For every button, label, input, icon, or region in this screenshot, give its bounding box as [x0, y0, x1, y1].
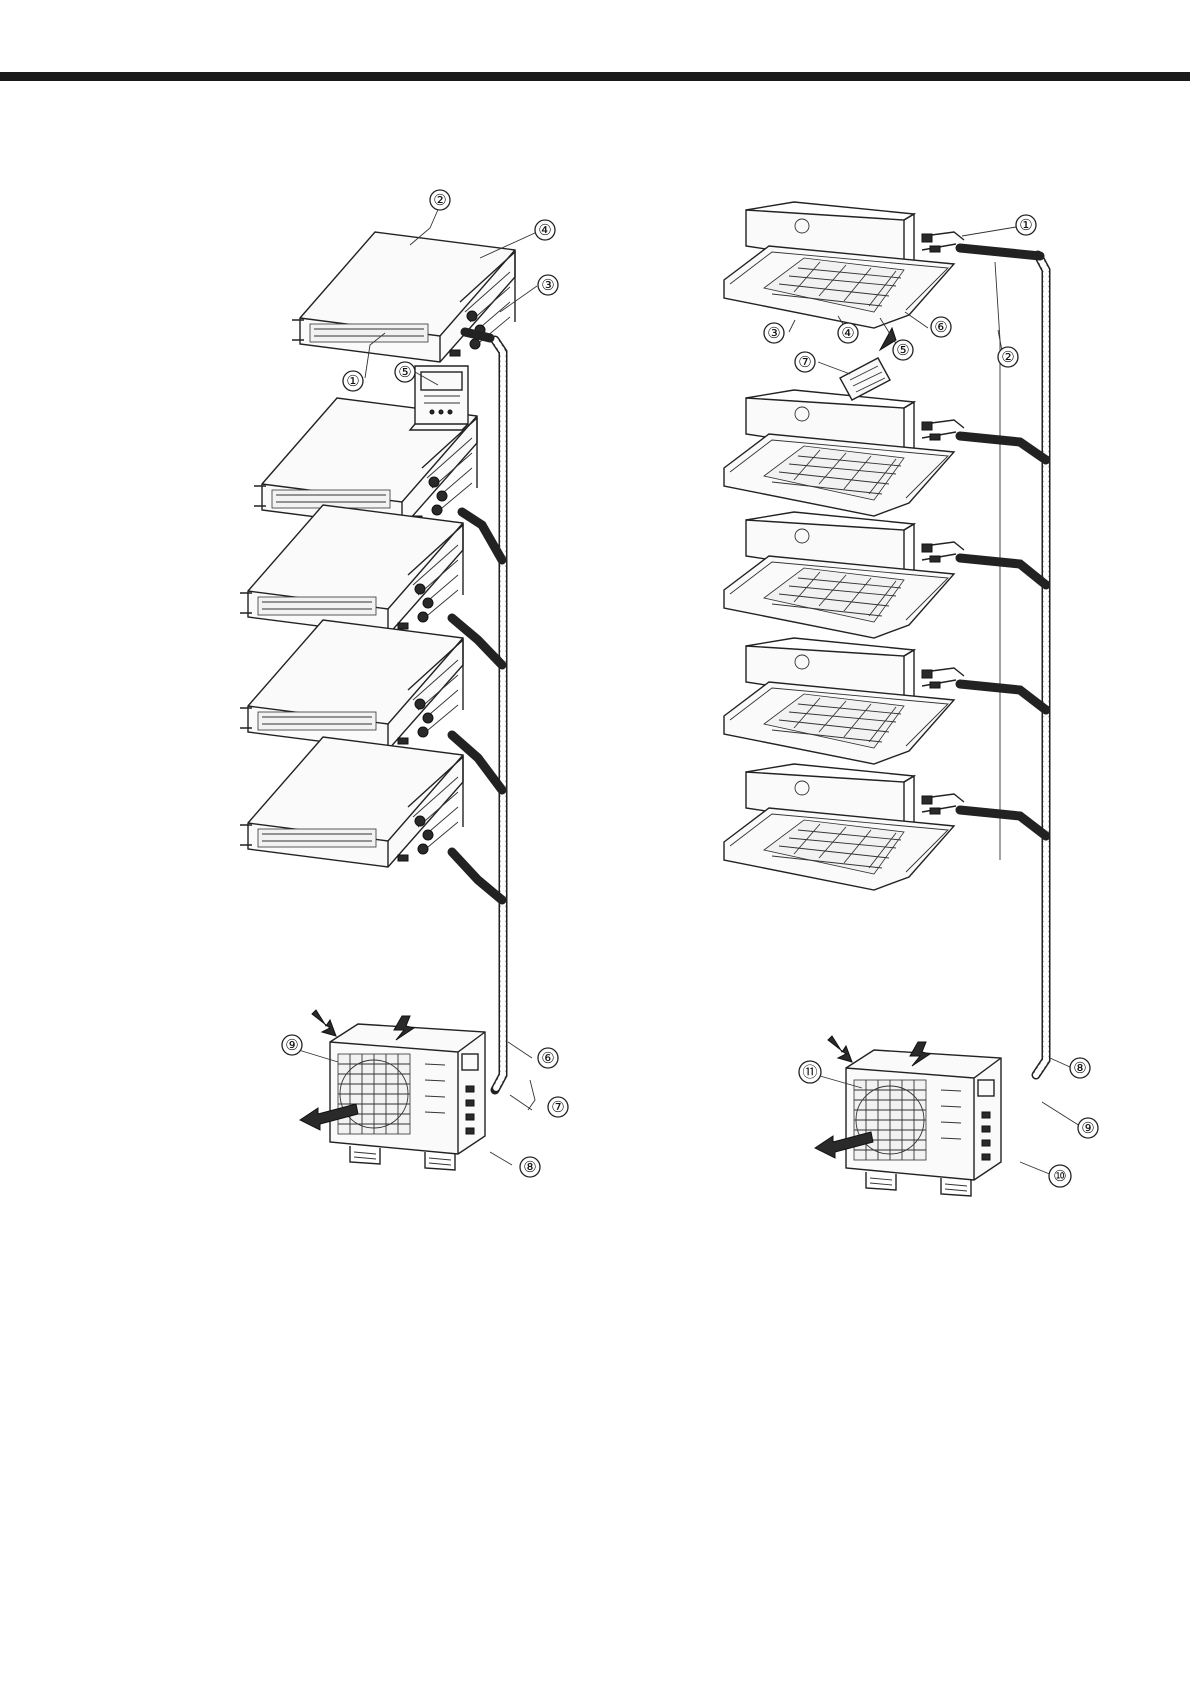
outdoor-unit-left — [330, 1024, 485, 1170]
air-in-arrow-icon — [828, 1036, 852, 1062]
callout-left-8: ⑧ — [520, 1157, 540, 1177]
callout-left-1: ① — [343, 371, 363, 391]
cassette-unit-1 — [724, 202, 964, 328]
svg-text:⑥: ⑥ — [934, 318, 947, 336]
duct-unit-5 — [240, 737, 463, 867]
callout-right-7: ⑦ — [795, 352, 815, 372]
svg-text:④: ④ — [538, 221, 551, 239]
duct-unit-3 — [240, 505, 463, 635]
svg-text:②: ② — [433, 191, 446, 209]
callout-left-3: ③ — [538, 275, 558, 295]
svg-text:②: ② — [1001, 348, 1014, 366]
svg-text:⑤: ⑤ — [398, 363, 411, 381]
callout-left-9: ⑨ — [282, 1035, 302, 1055]
svg-text:③: ③ — [767, 324, 780, 342]
svg-text:⑨: ⑨ — [1081, 1119, 1094, 1137]
svg-text:①: ① — [346, 372, 359, 390]
duct-unit-1 — [292, 232, 515, 362]
callout-right-11: ⑪ — [799, 1061, 821, 1083]
callout-right-1: ① — [1016, 215, 1036, 235]
wired-controller-icon — [410, 366, 468, 430]
svg-text:⑧: ⑧ — [1073, 1059, 1086, 1077]
cassette-unit-3 — [724, 512, 964, 638]
svg-text:⑪: ⑪ — [802, 1063, 817, 1081]
svg-text:①: ① — [1019, 216, 1032, 234]
callout-left-5: ⑤ — [395, 362, 415, 382]
svg-text:④: ④ — [841, 324, 854, 342]
callout-right-4: ④ — [838, 323, 858, 343]
callout-left-2: ② — [430, 190, 450, 210]
callout-right-10: ⑩ — [1049, 1165, 1071, 1187]
callout-right-9: ⑨ — [1078, 1118, 1098, 1138]
svg-text:⑦: ⑦ — [551, 1098, 564, 1116]
cassette-unit-4 — [724, 638, 964, 764]
callout-right-8: ⑧ — [1070, 1058, 1090, 1078]
svg-text:⑥: ⑥ — [541, 1049, 554, 1067]
callout-right-2: ② — [998, 347, 1018, 367]
air-in-arrow-icon — [312, 1010, 336, 1036]
svg-text:⑦: ⑦ — [798, 353, 811, 371]
left-system: ② ④ ③ ① ⑤ ⑨ ⑥ ⑦ ⑧ — [240, 190, 568, 1177]
svg-text:③: ③ — [541, 276, 554, 294]
svg-text:⑤: ⑤ — [896, 341, 909, 359]
outdoor-unit-right — [846, 1050, 1001, 1196]
callout-right-5: ⑤ — [893, 340, 913, 360]
svg-text:⑧: ⑧ — [523, 1158, 536, 1176]
right-system: ① ② ③ ④ ⑤ ⑥ ⑦ ⑪ ⑧ ⑨ ⑩ — [724, 202, 1098, 1196]
callout-right-6: ⑥ — [931, 317, 951, 337]
callout-right-3: ③ — [764, 323, 784, 343]
callout-left-6: ⑥ — [538, 1048, 558, 1068]
svg-text:⑨: ⑨ — [285, 1036, 298, 1054]
cassette-unit-2 — [724, 390, 964, 516]
cassette-unit-5 — [724, 764, 964, 890]
duct-unit-4 — [240, 620, 463, 750]
callout-left-4: ④ — [535, 220, 555, 240]
callout-left-7: ⑦ — [548, 1097, 568, 1117]
svg-text:⑩: ⑩ — [1053, 1167, 1066, 1185]
